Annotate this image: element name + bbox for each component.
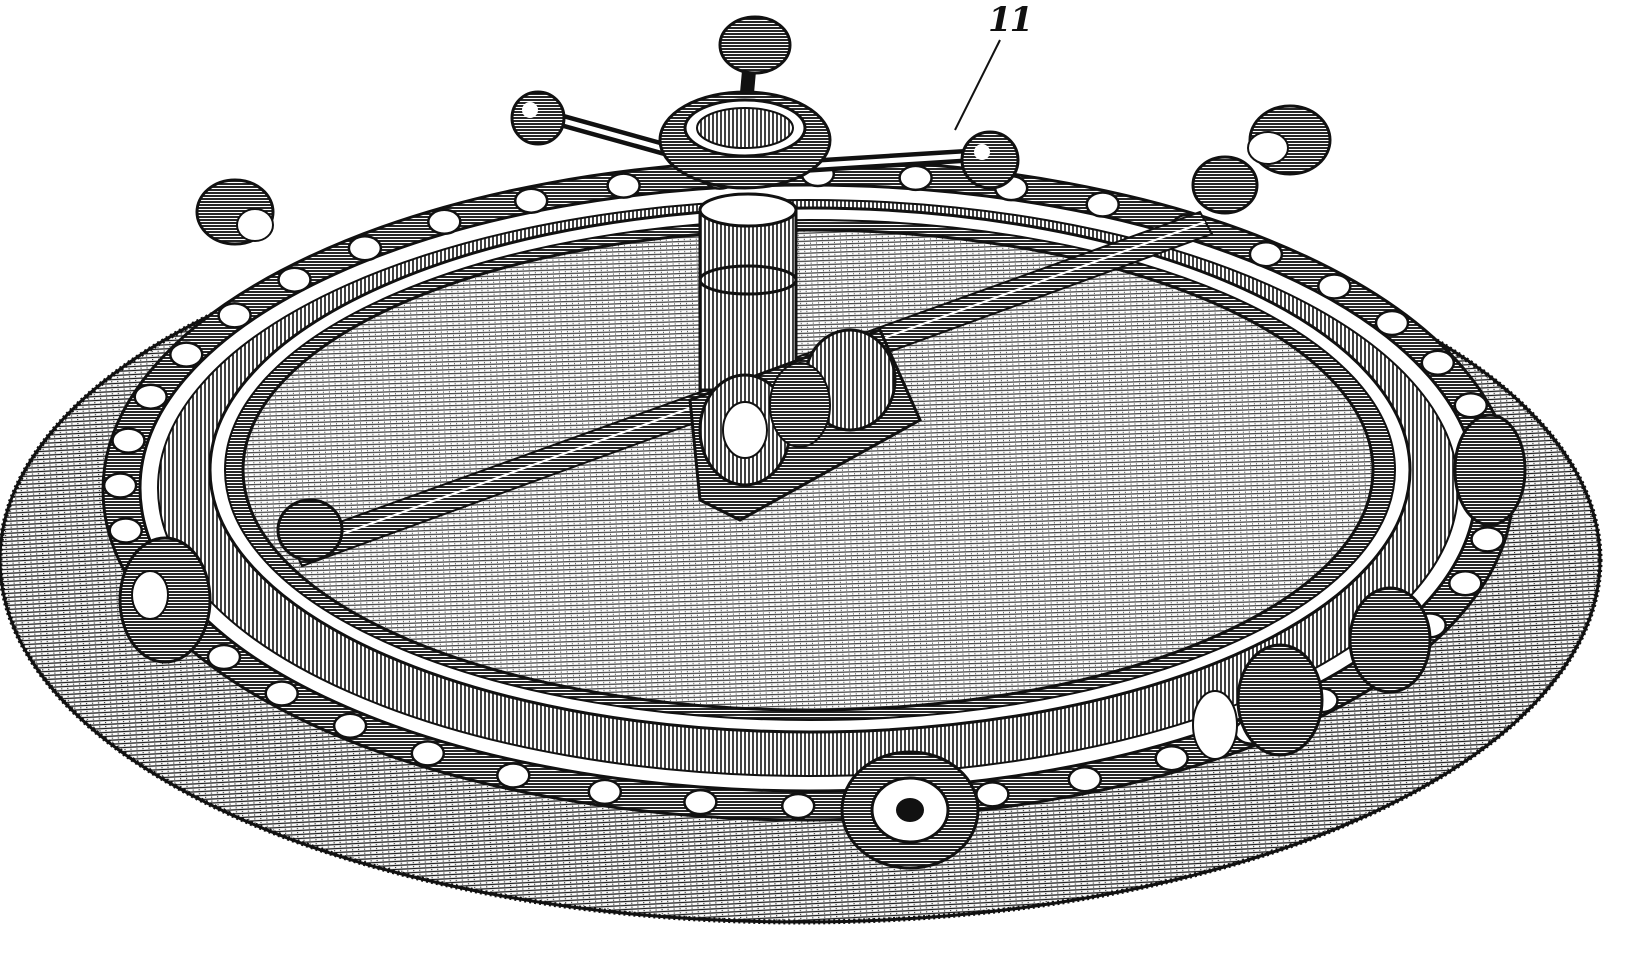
- ball-bearing: [1374, 309, 1410, 337]
- ball-bearing: [780, 792, 816, 820]
- ball-bearing: [975, 781, 1010, 808]
- roller-front: [840, 750, 980, 870]
- ball-bearing: [587, 778, 623, 806]
- callout-label: 11: [988, 0, 1033, 40]
- roller-top-left: [195, 178, 275, 246]
- roller-left: [118, 536, 212, 664]
- ball-bearing: [347, 235, 383, 262]
- bearing-block-left: [276, 498, 344, 562]
- center-gear-housing: [688, 328, 922, 522]
- ball-bearing: [133, 383, 168, 410]
- roller-top-right: [1247, 104, 1332, 176]
- ball-bearing: [206, 643, 242, 671]
- ball-bearing: [277, 266, 312, 293]
- roller-right: [1453, 413, 1527, 527]
- ball-bearing: [1248, 240, 1284, 268]
- center-column: [698, 192, 798, 392]
- ball-bearing: [496, 762, 531, 789]
- callout-leader: [954, 39, 1001, 131]
- ball-bearing: [1317, 273, 1352, 300]
- ball-bearing: [332, 712, 368, 740]
- ball-bearing: [1154, 744, 1189, 772]
- roller-pair-front-right: [1192, 586, 1432, 760]
- ball-bearing: [1453, 392, 1489, 419]
- ball-bearing: [108, 517, 143, 544]
- ball-bearing: [264, 680, 299, 707]
- ball-bearing: [898, 164, 933, 192]
- ball-bearing: [1448, 570, 1483, 597]
- ball-bearing: [169, 341, 204, 368]
- ball-bearing: [1085, 191, 1120, 218]
- ball-bearing: [410, 740, 446, 767]
- ball-bearing: [606, 172, 641, 199]
- ball-bearing: [102, 472, 138, 499]
- ball-bearing: [217, 302, 252, 329]
- ball-bearing: [427, 208, 462, 236]
- bearing-block-right: [1191, 155, 1259, 215]
- ball-bearing: [1067, 766, 1103, 793]
- ball-bearing: [683, 788, 718, 816]
- ball-bearing: [1420, 349, 1456, 377]
- ball-bearing: [1470, 526, 1505, 553]
- ball-bearing: [513, 187, 549, 214]
- handwheel: [510, 15, 1020, 190]
- ball-bearing: [111, 427, 146, 454]
